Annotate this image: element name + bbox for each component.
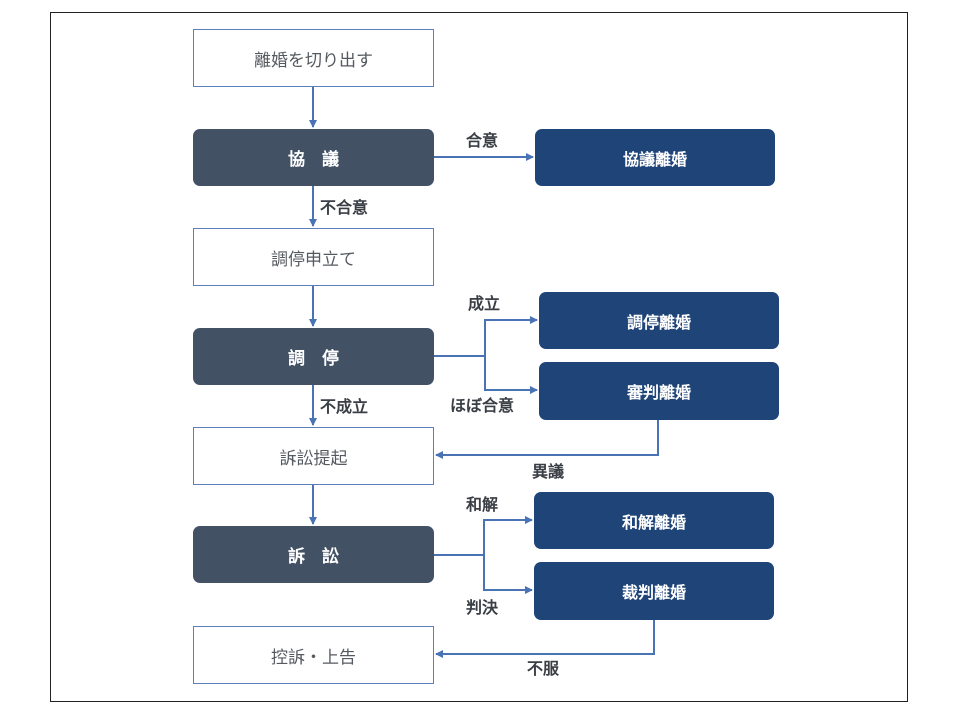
outcome-adjudicated-divorce: 審判離婚 <box>539 362 779 420</box>
edge-label-agree: 合意 <box>466 131 499 150</box>
edge-label-not-established: 不成立 <box>320 397 369 416</box>
stage-negotiation: 協 議 <box>193 129 434 186</box>
edge-label-objection: 異議 <box>532 462 565 481</box>
step-appeal: 控訴・上告 <box>193 626 434 684</box>
edge-label-judgment: 判決 <box>466 598 499 617</box>
outcome-negotiated-divorce: 協議離婚 <box>535 129 775 186</box>
outcome-mediated-divorce: 調停離婚 <box>539 292 779 349</box>
edge-label-disagree: 不合意 <box>320 198 369 217</box>
edge-label-established: 成立 <box>468 294 501 313</box>
edge-label-nearly-agree: ほぼ合意 <box>450 396 515 415</box>
edge-label-settlement: 和解 <box>466 495 499 514</box>
diagram-frame <box>50 12 908 702</box>
step-lawsuit-filing: 訴訟提起 <box>193 427 434 485</box>
step-mediation-filing: 調停申立て <box>193 228 434 286</box>
stage-litigation: 訴 訟 <box>193 526 434 583</box>
step-start: 離婚を切り出す <box>193 29 434 87</box>
stage-mediation: 調 停 <box>193 328 434 385</box>
edge-label-dissatisfaction: 不服 <box>527 659 560 678</box>
outcome-judgment-divorce: 裁判離婚 <box>534 562 774 620</box>
outcome-settlement-divorce: 和解離婚 <box>534 492 774 549</box>
